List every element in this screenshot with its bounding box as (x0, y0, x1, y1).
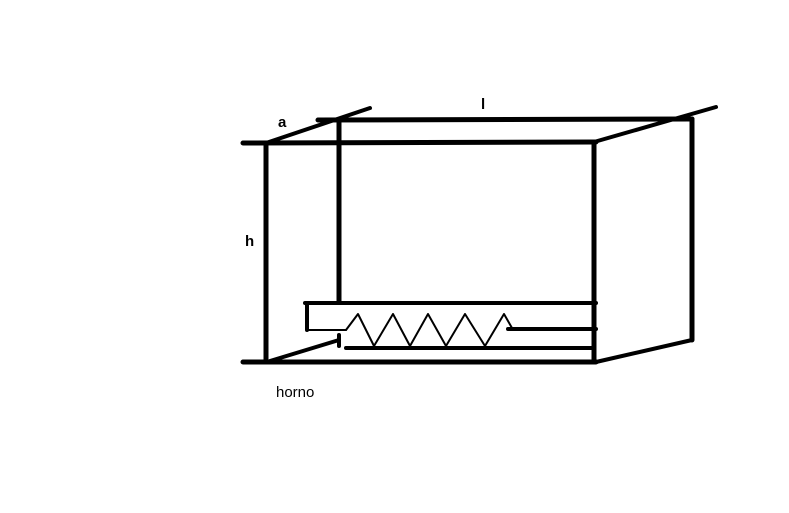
front-face (240, 139, 599, 365)
heating-element-zigzag (345, 313, 513, 347)
length-label: l (481, 96, 486, 113)
depth-label: a (278, 114, 287, 131)
height-label: h (245, 233, 255, 250)
back-face (315, 116, 695, 343)
diagram-caption: horno (276, 384, 315, 401)
depth-edges (264, 105, 718, 364)
heating-tray (303, 301, 598, 350)
